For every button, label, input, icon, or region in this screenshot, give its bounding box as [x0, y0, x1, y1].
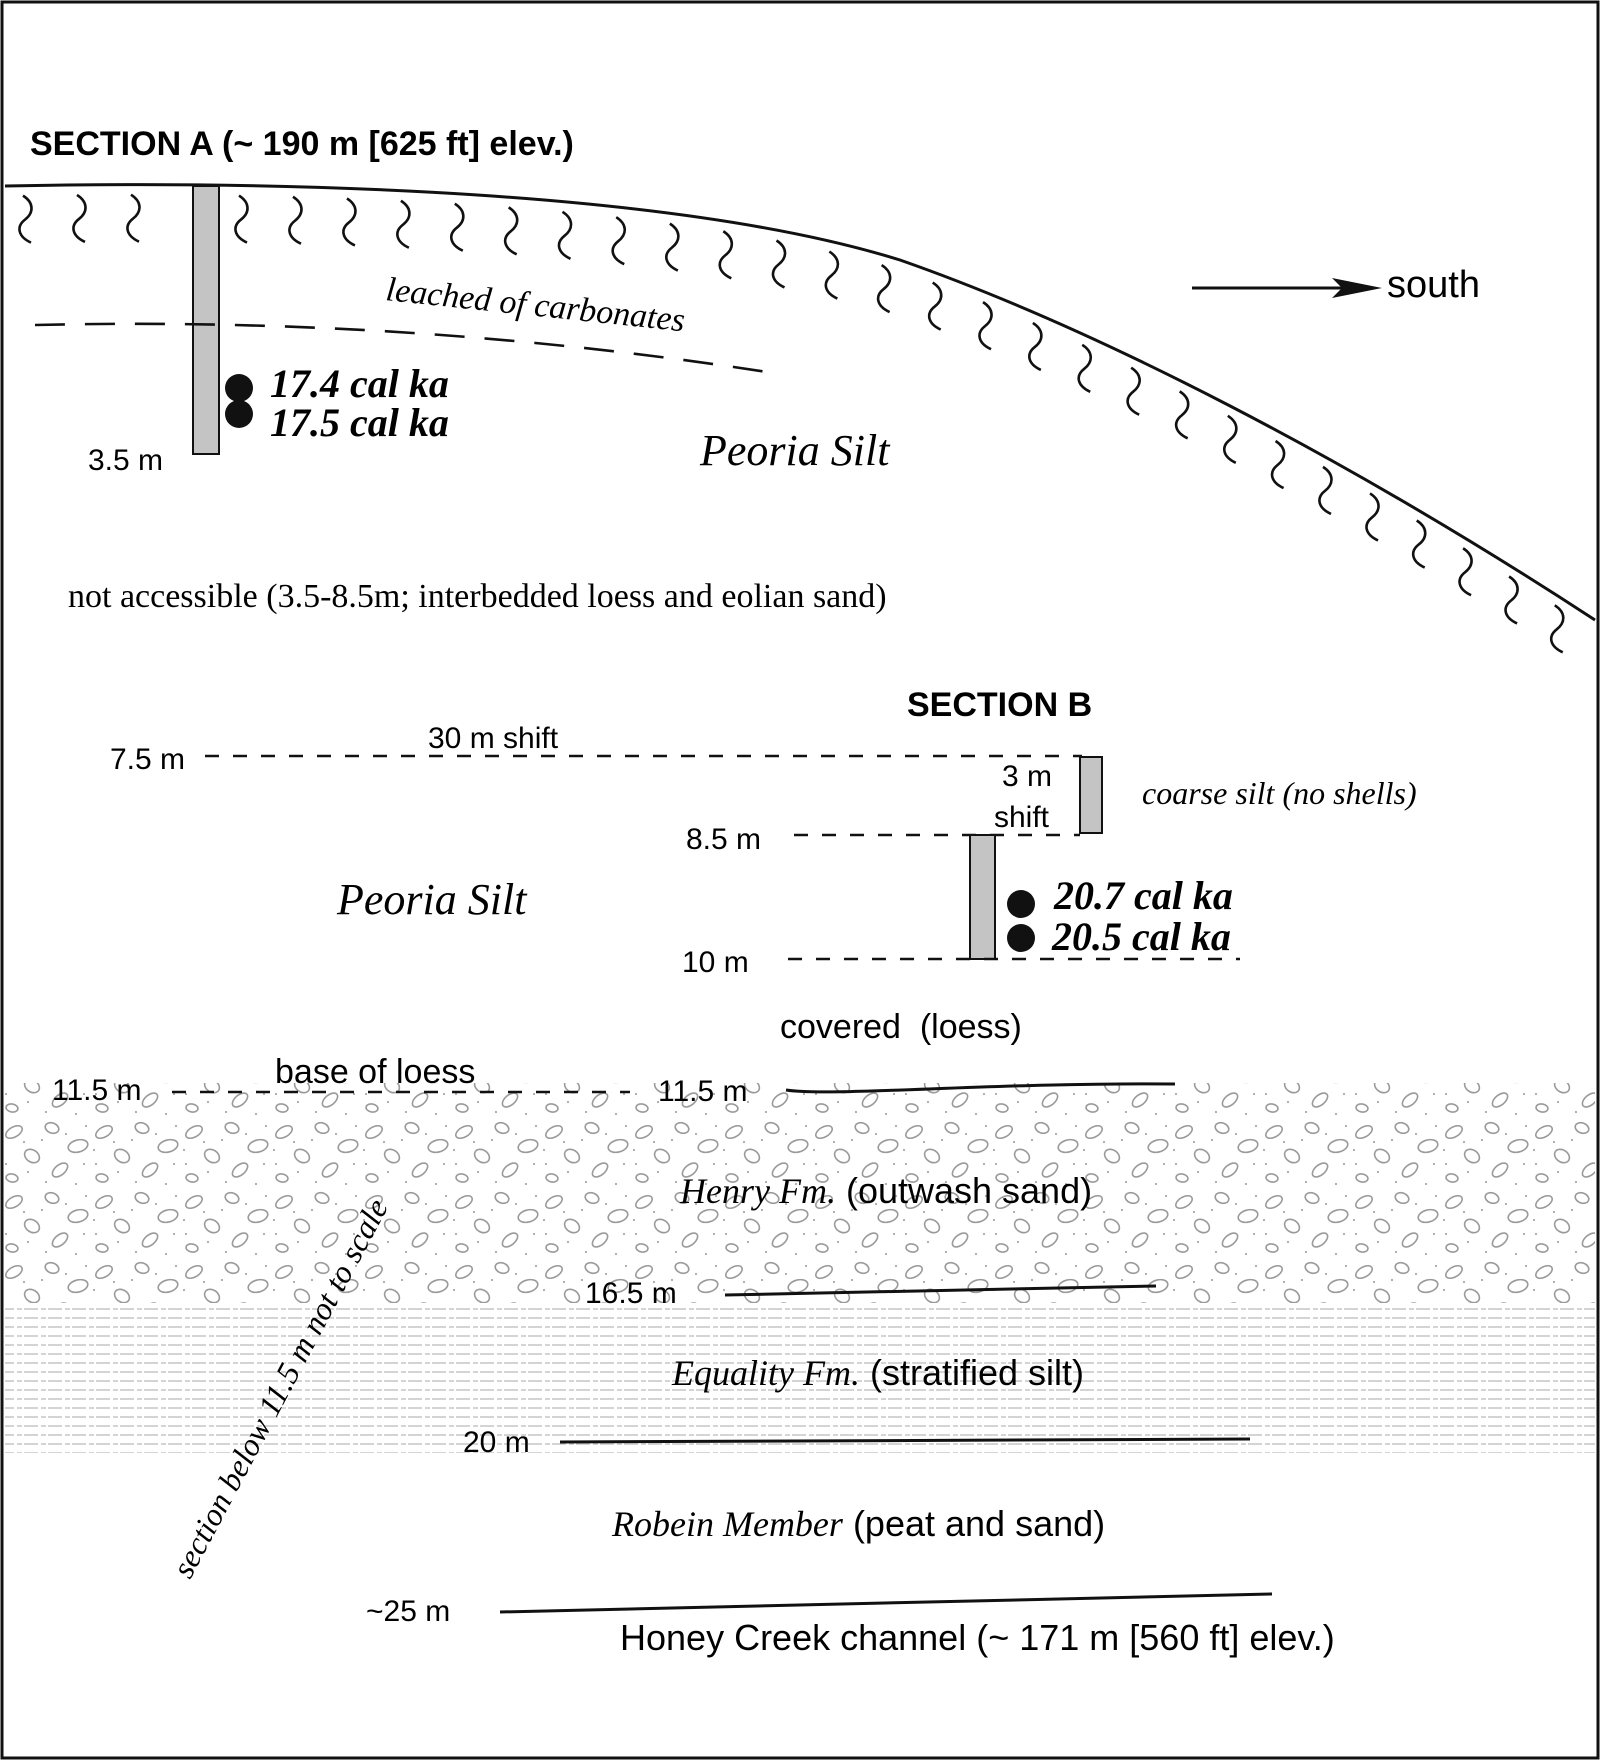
soil-mark [1270, 439, 1286, 490]
date-marker-dot [225, 400, 253, 428]
soil-mark [665, 222, 680, 272]
depth-label-3-5: 3.5 m [88, 444, 163, 477]
contact-line-20 [559, 1437, 1251, 1444]
soil-marks [18, 193, 1565, 654]
date-label-20-5: 20.5 cal ka [1051, 914, 1231, 959]
soil-mark [1549, 604, 1565, 654]
ground-surface-line [4, 183, 1596, 622]
depth-label-11-5-right: 11.5 m [658, 1075, 748, 1108]
contact-line-25 [499, 1592, 1273, 1614]
soil-mark [126, 193, 141, 243]
not-accessible-label: not accessible (3.5-8.5m; interbedded lo… [68, 578, 887, 615]
depth-label-10: 10 m [682, 946, 749, 979]
south-label: south [1387, 264, 1480, 306]
peoria-silt-label-a: Peoria Silt [699, 426, 891, 475]
soil-mark [1174, 390, 1190, 440]
date-label-20-7: 20.7 cal ka [1053, 873, 1233, 918]
soil-mark [503, 206, 519, 256]
depth-label-20: 20 m [463, 1426, 530, 1459]
date-marker-dot [1007, 924, 1035, 952]
soil-mark [611, 216, 627, 266]
soil-mark [1223, 414, 1238, 465]
soil-mark [978, 301, 993, 351]
depth-label-11-5-left: 11.5 m [52, 1074, 142, 1107]
soil-mark [450, 202, 465, 252]
leached-label: leached of carbonates [384, 271, 686, 339]
soil-mark [1365, 492, 1380, 542]
section-a-title: SECTION A (~ 190 m [625 ft] elev.) [30, 125, 574, 163]
equality-fm-label: Equality Fm. (stratified silt) [671, 1352, 1084, 1393]
soil-mark [1126, 366, 1141, 416]
south-arrow-head [1332, 278, 1382, 298]
covered-loess-label: covered (loess) [780, 1008, 1022, 1046]
section-b-upper-column [1079, 756, 1103, 834]
leached-boundary-line [34, 322, 781, 376]
soil-mark [72, 193, 87, 244]
date-marker-dot [225, 374, 253, 402]
soil-mark [1411, 519, 1427, 569]
shift-30m-label: 30 m shift [428, 722, 559, 755]
section-b-title: SECTION B [907, 686, 1092, 724]
soil-mark [927, 281, 943, 331]
soil-mark [824, 250, 840, 300]
soil-mark [557, 210, 573, 260]
shift-3m-label-2: shift [994, 801, 1050, 834]
contact-line-16-5 [724, 1284, 1157, 1297]
depth-label-8-5: 8.5 m [686, 823, 761, 856]
depth-label-16-5: 16.5 m [585, 1277, 677, 1310]
soil-mark [1458, 547, 1473, 597]
peoria-silt-label-b: Peoria Silt [336, 875, 528, 924]
soil-mark [396, 199, 411, 249]
soil-mark [1077, 343, 1093, 394]
section-b-lower-column [969, 834, 996, 960]
depth-label-25: ~25 m [366, 1595, 450, 1628]
soil-mark [876, 263, 892, 314]
section-a-column [192, 185, 220, 455]
robein-member-label: Robein Member (peat and sand) [611, 1503, 1105, 1544]
soil-mark [771, 239, 787, 289]
contact-line-11-5 [785, 1082, 1176, 1094]
equality-fm-strat-pattern [5, 1305, 1595, 1453]
soil-mark [1318, 465, 1333, 516]
soil-mark [1028, 321, 1043, 372]
soil-mark [288, 195, 303, 245]
henry-fm-pebble-pattern [5, 1083, 1595, 1303]
shift-3m-label: 3 m [1002, 760, 1052, 793]
henry-fm-label: Henry Fm. (outwash sand) [679, 1170, 1092, 1211]
date-label-17-5: 17.5 cal ka [270, 400, 449, 445]
honey-creek-label: Honey Creek channel (~ 171 m [560 ft] el… [620, 1617, 1335, 1658]
soil-mark [1504, 575, 1519, 625]
coarse-silt-label: coarse silt (no shells) [1142, 775, 1417, 811]
base-of-loess-label: base of loess [275, 1053, 475, 1091]
depth-label-7-5: 7.5 m [110, 743, 185, 776]
soil-mark [342, 197, 357, 247]
soil-mark [718, 230, 734, 280]
soil-mark [234, 194, 249, 244]
date-label-17-4: 17.4 cal ka [270, 361, 449, 406]
date-marker-dot [1007, 890, 1035, 918]
soil-mark [18, 194, 33, 244]
